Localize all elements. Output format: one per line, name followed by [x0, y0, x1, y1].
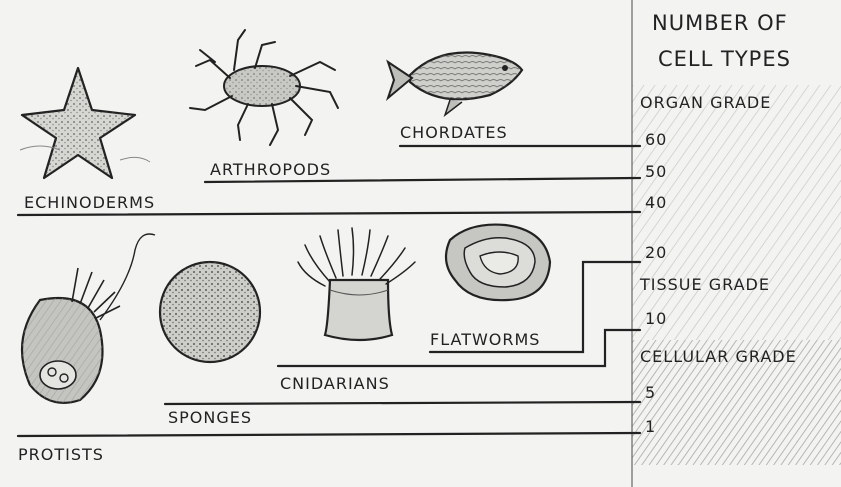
- protists-label: PROTISTS: [18, 445, 104, 464]
- flatworm-illustration: [446, 225, 550, 301]
- tick-label: 10: [645, 309, 667, 328]
- chordates-label: CHORDATES: [400, 123, 508, 142]
- echinoderms-label: ECHINODERMS: [24, 193, 155, 212]
- sponge-illustration: [160, 262, 260, 362]
- starfish-illustration: [20, 68, 150, 178]
- tick-label: 1: [645, 417, 656, 436]
- sponges-line: [165, 402, 640, 404]
- sponges-label: SPONGES: [168, 408, 252, 427]
- tick-label: 50: [645, 162, 667, 181]
- cell-type-scale: NUMBER OF CELL TYPES ORGAN GRADE TISSUE …: [632, 0, 841, 487]
- scale-title-line1: NUMBER OF: [652, 11, 788, 35]
- cellular-grade-label: CELLULAR GRADE: [640, 347, 797, 366]
- anemone-illustration: [298, 228, 415, 340]
- protists-line: [18, 433, 640, 436]
- flatworms-label: FLATWORMS: [430, 330, 540, 349]
- crab-illustration: [190, 30, 338, 145]
- tick-label: 20: [645, 243, 667, 262]
- tick-label: 60: [645, 130, 667, 149]
- fish-illustration: [388, 53, 522, 116]
- scale-title-line2: CELL TYPES: [658, 47, 791, 71]
- arthropods-label: ARTHROPODS: [210, 160, 331, 179]
- cnidarians-label: CNIDARIANS: [280, 374, 390, 393]
- organ-grade-label: ORGAN GRADE: [640, 93, 771, 112]
- tick-label: 5: [645, 383, 656, 402]
- tick-label: 40: [645, 193, 667, 212]
- protist-illustration: [22, 234, 155, 403]
- tissue-grade-label: TISSUE GRADE: [639, 275, 770, 294]
- echinoderms-line: [18, 212, 640, 215]
